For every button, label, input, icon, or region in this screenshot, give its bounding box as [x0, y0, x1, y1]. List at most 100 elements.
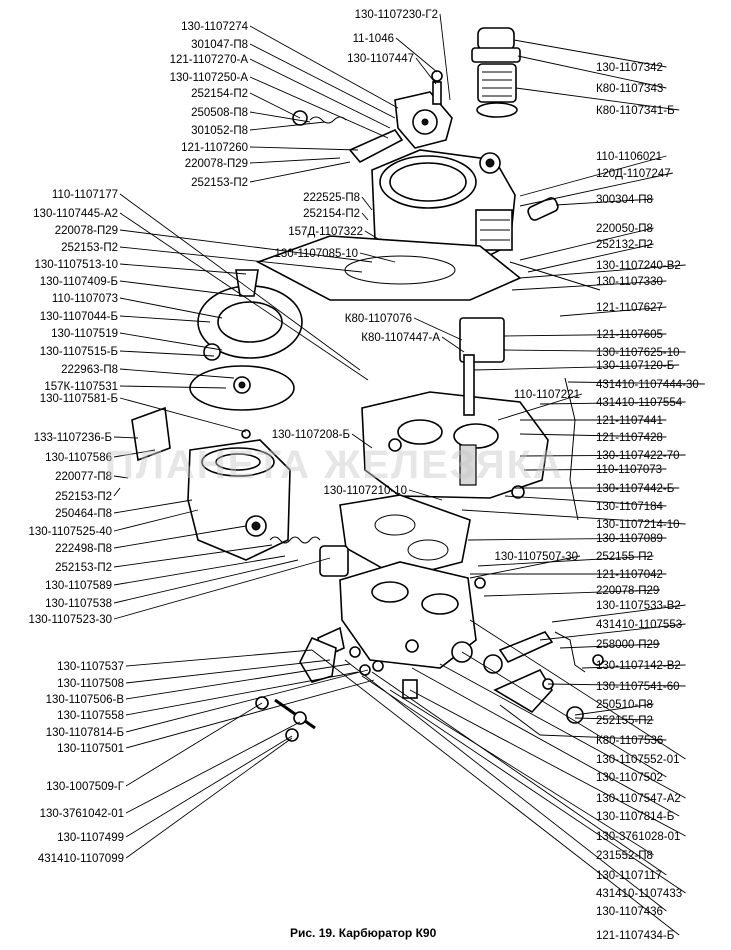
leader-line [523, 468, 667, 471]
part-label-top_center-5: 250508-П8 [191, 107, 248, 119]
part-label-right-11: 121-1107605 [596, 329, 663, 341]
leader-line [547, 683, 686, 687]
top-gasket [256, 235, 601, 301]
part-label-mid-1: 252154-П2 [303, 208, 360, 220]
leader-line [574, 717, 654, 721]
leader-line [519, 433, 667, 438]
part-label-mid-0: 222525-П8 [303, 192, 360, 204]
leader-lines [113, 13, 705, 936]
part-label-right-31: 130-1107541-60 [596, 681, 680, 693]
leader-line [119, 193, 361, 371]
part-label-right-25: 121-1107042 [596, 569, 663, 581]
part-label-mid-7: 130-1107208-Б [272, 429, 350, 441]
part-label-right-17: 121-1107428 [596, 432, 663, 444]
part-label-left_lower-4: 130-1107814-Б [46, 727, 124, 739]
part-label-left-13: 133-1107236-Б [34, 432, 112, 444]
part-label-right-27: 130-1107533-В2 [596, 600, 681, 612]
leader-line [119, 263, 247, 275]
part-label-left-4: 130-1107513-10 [34, 259, 118, 271]
leader-line [125, 737, 293, 859]
part-label-left-12: 130-1107581-Б [40, 393, 118, 405]
leader-line [113, 544, 273, 568]
part-label-left_lower-2: 130-1107506-В [46, 694, 125, 706]
part-label-right-43: 130-1107436 [596, 906, 663, 918]
leader-line [125, 721, 301, 814]
leader-line [119, 297, 223, 319]
leader-line [119, 280, 243, 297]
leader-line [559, 306, 667, 317]
part-label-top_center-6: 301052-П8 [191, 125, 248, 137]
part-label-right-7: 252132-П2 [596, 239, 653, 251]
part-label-right-42: 431410-1107433 [596, 888, 682, 900]
leader-line [113, 487, 121, 497]
part-label-mid-2: 157Д-1107322 [288, 226, 363, 238]
leader-line [249, 121, 326, 131]
leader-line [113, 559, 299, 604]
part-label-top_center-0: 130-1107274 [181, 21, 249, 33]
part-label-top_center-9: 252153-П2 [191, 177, 248, 189]
part-label-left_lower-7: 130-3761042-01 [40, 808, 124, 820]
throttle-linkage [483, 631, 604, 736]
leader-line [311, 649, 680, 936]
leader-line [249, 43, 396, 119]
part-label-left_lower-5: 130-1107501 [57, 743, 124, 755]
part-label-top_center-7: 121-1107260 [181, 142, 248, 154]
part-label-top_mid-0: 130-1107230-Г2 [355, 9, 438, 21]
leader-line [113, 509, 199, 532]
part-label-right-10: 121-1107627 [596, 302, 663, 314]
part-label-right-22: 130-1107214-10 [596, 519, 680, 531]
part-label-right-44: 121-1107434-Б [596, 930, 674, 942]
leader-line [113, 499, 193, 514]
leader-line [119, 397, 247, 433]
leader-line [113, 557, 331, 620]
leader-line [408, 489, 443, 501]
leader-line [371, 671, 667, 876]
part-label-right-24: 252155-П2 [596, 551, 653, 563]
part-label-left-20: 252153-П2 [55, 562, 112, 574]
leader-line [503, 333, 667, 337]
leader-line [113, 436, 139, 439]
part-label-left-23: 130-1107523-30 [28, 614, 112, 626]
part-label-left_lower-6: 130-1007509-Г [46, 781, 125, 793]
leader-line [539, 734, 667, 741]
part-label-right-16: 121-1107441 [596, 415, 663, 427]
part-label-top_mid-2: 130-1107447 [347, 53, 414, 65]
part-label-left-22: 130-1107538 [45, 598, 112, 610]
leader-line [551, 604, 686, 623]
part-label-left-1: 130-1107445-А2 [33, 208, 118, 220]
leader-line [359, 252, 396, 263]
leader-line [119, 315, 211, 323]
part-label-right-9: 130-1107330 [596, 276, 663, 288]
part-label-right-19: 110-1107073 [596, 464, 662, 476]
leader-line [477, 555, 654, 567]
part-label-right-20: 130-1107442-Б [596, 483, 674, 495]
leader-line [504, 495, 667, 507]
part-label-right-3: 110-1106021 [596, 151, 662, 163]
part-label-left-6: 110-1107073 [52, 293, 118, 305]
part-label-right-36: 130-1107502 [596, 772, 663, 784]
part-label-left-10: 222963-П8 [61, 364, 118, 376]
part-label-left-7: 130-1107044-Б [40, 311, 118, 323]
part-label-left-15: 220077-П8 [55, 471, 112, 483]
leader-line [574, 703, 654, 716]
part-label-left-9: 130-1107515-Б [40, 346, 118, 358]
leader-line [119, 385, 227, 389]
leader-line [517, 55, 667, 89]
part-label-left-5: 130-1107409-Б [40, 276, 118, 288]
part-label-right-34: К80-1107536 [596, 735, 663, 747]
leader-line [469, 619, 686, 760]
part-label-mid-6: 110-1107221 [514, 389, 580, 401]
part-label-left-19: 222498-П8 [55, 543, 112, 555]
part-label-right-35: 130-1107552-01 [596, 754, 680, 766]
leader-line [125, 702, 263, 787]
leader-line [125, 735, 293, 838]
leader-line [119, 368, 235, 379]
part-label-right-39: 130-3761028-01 [596, 831, 680, 843]
part-label-right-38: 130-1107814-Б [596, 811, 674, 823]
part-label-mid-5: К80-1107447-А [361, 332, 440, 344]
leader-line [361, 196, 373, 211]
part-label-top_mid-1: 11-1046 [353, 33, 394, 45]
leader-line [527, 243, 654, 273]
leader-line [249, 76, 389, 139]
